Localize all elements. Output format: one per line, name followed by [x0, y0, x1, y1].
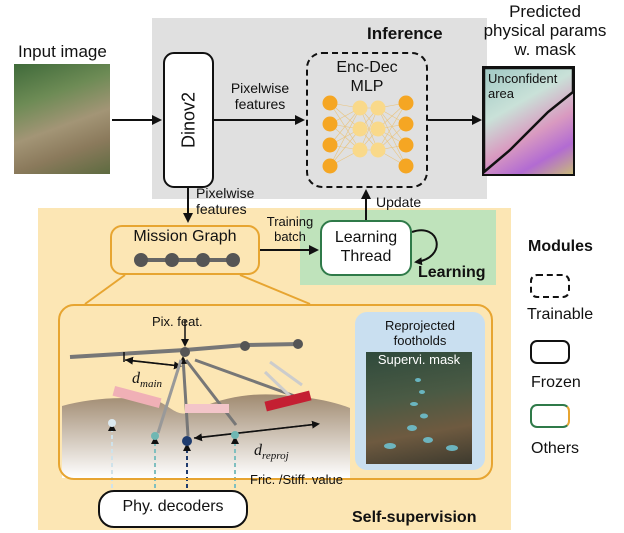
graph-node — [134, 253, 148, 267]
pixelwise-features-top-label: Pixelwise features — [230, 80, 290, 112]
update-label: Update — [376, 194, 422, 210]
zoom-detail-panel — [58, 304, 493, 480]
phy-decoders-box — [98, 490, 248, 528]
legend-others-swatch — [530, 404, 570, 428]
mission-graph-box — [110, 225, 260, 275]
pixelwise-features-mid-label: Pixelwise features — [196, 185, 255, 217]
mlp-label: Enc-Dec MLP — [336, 59, 398, 95]
self-supervision-title: Self-supervision — [352, 509, 477, 526]
unconfident-area-label: Unconfident area — [488, 71, 558, 101]
legend-title: Modules — [528, 238, 593, 255]
legend-others-label: Others — [531, 440, 580, 457]
mlp-network — [322, 95, 414, 174]
graph-node — [165, 253, 179, 267]
phy-decoders-label: Phy. decoders — [122, 498, 224, 515]
learning-loop-arrow — [411, 229, 438, 266]
mlp-box — [306, 52, 428, 188]
mission-graph-label: Mission Graph — [133, 228, 237, 245]
legend-trainable-swatch — [530, 274, 570, 298]
input-image — [14, 64, 110, 174]
d-main-label: dmain — [132, 370, 162, 391]
dinov2-box: Dinov2 — [163, 52, 214, 188]
training-batch-label: Training batch — [266, 214, 314, 244]
input-image-label: Input image — [18, 42, 107, 61]
predicted-label: Predicted physical params w. mask — [483, 2, 607, 59]
supervision-mask-image — [366, 352, 472, 464]
graph-node — [226, 253, 240, 267]
supervision-mask-label: Supervi. mask — [377, 352, 461, 367]
graph-node — [196, 253, 210, 267]
learning-thread-label: Learning Thread — [334, 229, 398, 265]
legend-frozen-swatch — [530, 340, 570, 364]
fric-stiff-label: Fric. /Stiff. value — [250, 472, 343, 487]
pix-feat-label: Pix. feat. — [152, 314, 203, 329]
legend-trainable-label: Trainable — [527, 306, 594, 323]
learning-label: Learning — [418, 264, 486, 281]
inference-title: Inference — [367, 24, 443, 43]
learning-thread-box — [320, 220, 412, 276]
d-reproj-label: dreproj — [254, 442, 289, 463]
reprojected-footholds-label: Reprojected footholds — [384, 318, 456, 348]
dinov2-label: Dinov2 — [178, 91, 198, 149]
legend-frozen-label: Frozen — [531, 374, 581, 391]
